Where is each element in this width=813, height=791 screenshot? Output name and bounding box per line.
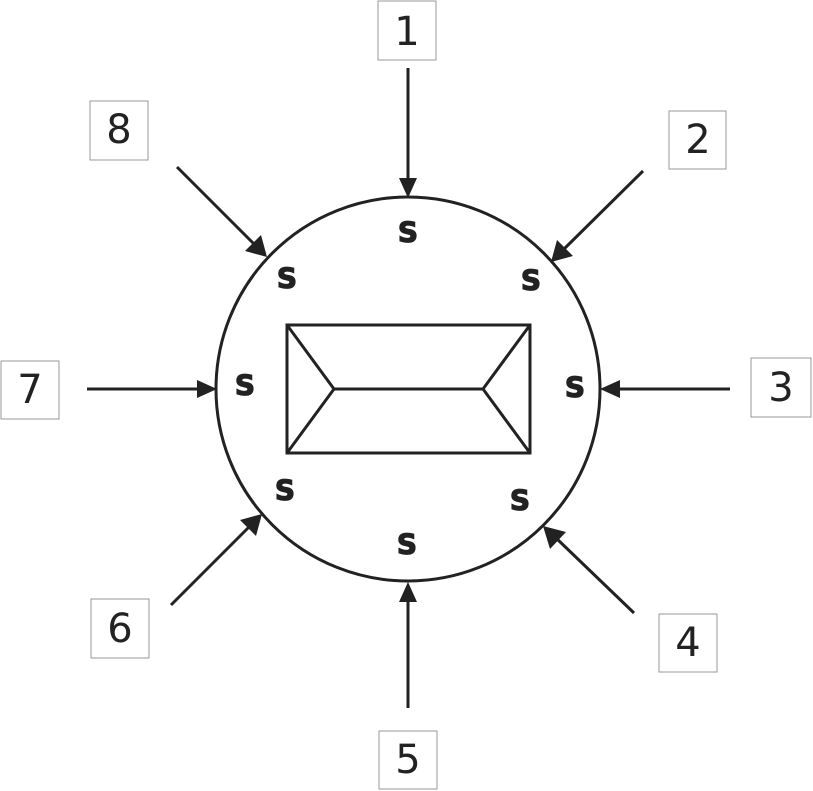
ring-marker-4: S <box>510 484 530 517</box>
arrow-5 <box>399 582 417 708</box>
ring-marker-8: S <box>277 262 297 295</box>
arrow-3 <box>600 380 730 398</box>
label-text-1: 1 <box>394 9 419 55</box>
ring-marker-5: S <box>397 528 417 561</box>
arrow-4 <box>543 526 636 615</box>
label-text-3: 3 <box>768 365 793 411</box>
label-text-7: 7 <box>17 367 42 413</box>
arrow-2 <box>551 169 645 262</box>
ring-markers: S S S S S S S S <box>234 215 585 561</box>
ring-marker-6: S <box>275 474 295 507</box>
label-box-3: 3 <box>750 357 812 418</box>
envelope-icon <box>285 323 532 455</box>
arrow-8 <box>175 165 267 257</box>
ring-marker-7: S <box>235 369 255 402</box>
label-box-4: 4 <box>658 613 718 673</box>
ring-marker-2: S <box>521 264 541 297</box>
label-box-1: 1 <box>377 0 437 61</box>
ring-marker-3: S <box>565 371 585 404</box>
arrow-6 <box>169 514 262 607</box>
label-box-6: 6 <box>90 598 150 659</box>
label-box-2: 2 <box>668 110 727 170</box>
label-text-2: 2 <box>685 117 710 163</box>
label-text-4: 4 <box>675 620 700 666</box>
label-text-5: 5 <box>395 737 420 783</box>
label-text-8: 8 <box>106 107 131 153</box>
label-box-7: 7 <box>0 360 60 420</box>
label-box-5: 5 <box>378 730 438 790</box>
arrow-7 <box>87 380 217 398</box>
arrows <box>87 68 730 708</box>
label-box-8: 8 <box>89 100 149 161</box>
label-text-6: 6 <box>107 606 132 652</box>
ring-marker-1: S <box>398 216 418 249</box>
arrow-1 <box>399 68 417 198</box>
